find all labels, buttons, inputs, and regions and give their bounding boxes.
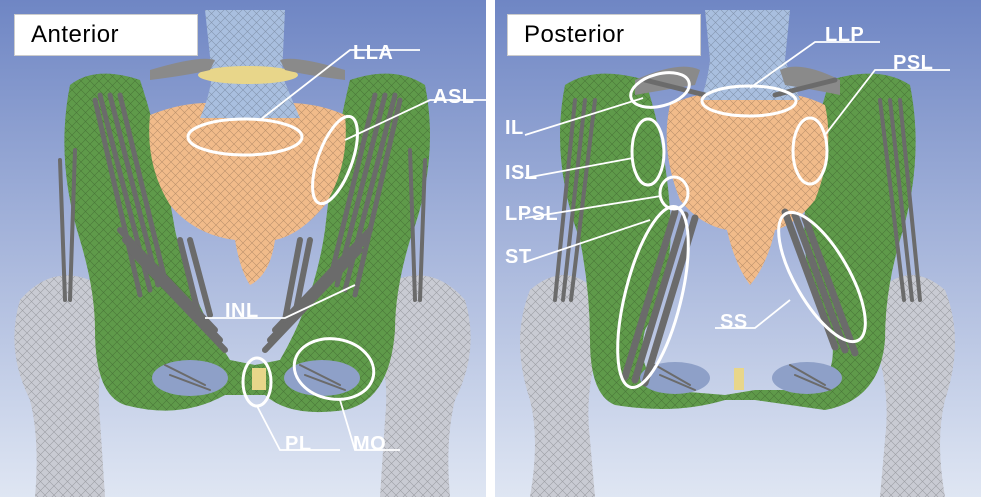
posterior-view-panel: Posterior LLP PSL IL ISL LPSL ST SS	[495, 0, 981, 497]
intervertebral-disc	[198, 66, 298, 84]
anterior-view-panel: Anterior LLA ASL INL PL MO	[0, 0, 486, 497]
label-llp: LLP	[825, 24, 864, 47]
label-pl: PL	[285, 433, 312, 456]
label-psl: PSL	[893, 52, 933, 75]
label-ss: SS	[720, 311, 748, 334]
label-st: ST	[505, 246, 532, 269]
anterior-pelvis-model	[0, 0, 486, 497]
label-inl: INL	[225, 300, 259, 323]
label-lpsl: LPSL	[505, 203, 558, 226]
label-isl: ISL	[505, 162, 538, 185]
anterior-title: Anterior	[14, 14, 198, 56]
label-il: IL	[505, 117, 524, 140]
label-mo: MO	[353, 433, 386, 456]
label-lla: LLA	[353, 42, 393, 65]
right-obturator-foramen	[772, 362, 842, 394]
pubic-symphysis	[252, 368, 266, 390]
posterior-title: Posterior	[507, 14, 701, 56]
label-asl: ASL	[433, 86, 475, 109]
pubic-symphysis	[734, 368, 744, 390]
